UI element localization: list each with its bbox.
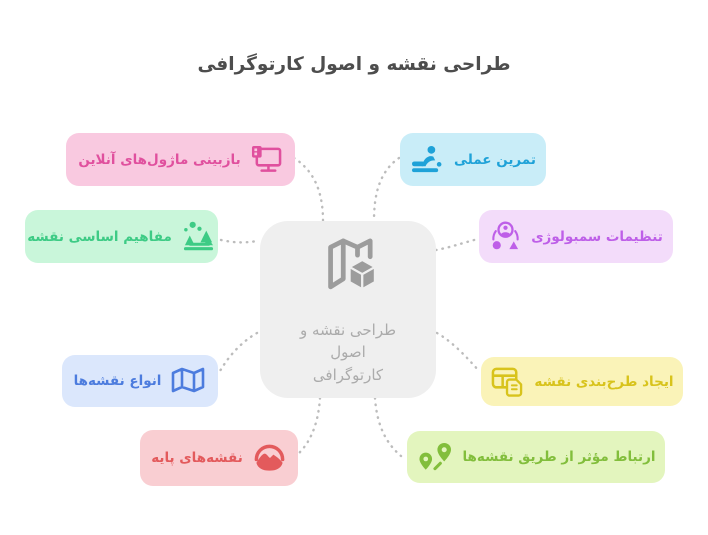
- node-create-map-layout[interactable]: ایجاد طرح‌بندی نقشه: [481, 357, 683, 406]
- node-map-types[interactable]: انواع نقشه‌ها: [62, 355, 218, 407]
- map-cube-icon: [310, 233, 386, 313]
- center-node-label: طراحی نقشه و اصول کارتوگرافی: [300, 319, 396, 387]
- connector-types: [218, 331, 259, 373]
- node-practical-exercise[interactable]: تمرین عملی: [400, 133, 546, 186]
- node-label: ارتباط مؤثر از طریق نقشه‌ها: [462, 449, 656, 465]
- connector-layout: [435, 331, 481, 373]
- connector-online-modules: [292, 156, 325, 223]
- landscape-icon: [181, 220, 216, 253]
- connector-symbology: [434, 237, 480, 252]
- practice-icon: [410, 144, 445, 175]
- node-label: ایجاد طرح‌بندی نقشه: [534, 373, 674, 390]
- center-label-line3: کارتوگرافی: [312, 365, 384, 384]
- center-label-line2: اصول: [330, 343, 366, 362]
- diagram-title: طراحی نقشه و اصول کارتوگرافی: [197, 54, 511, 75]
- connector-basemaps: [295, 396, 322, 457]
- node-label: تنظیمات سمبولوژی: [531, 228, 663, 245]
- node-label: انواع نقشه‌ها: [73, 373, 162, 389]
- node-label: بازبینی ماژول‌های آنلاین: [78, 151, 241, 168]
- node-label: مفاهیم اساسی نقشه: [27, 228, 172, 245]
- map-pins-icon: [416, 441, 453, 474]
- mountain-badge-icon: [252, 441, 287, 476]
- node-label: تمرین عملی: [454, 151, 536, 168]
- connector-communicate: [373, 396, 403, 458]
- node-label: نقشه‌های پایه: [151, 450, 243, 466]
- connector-practice: [372, 156, 401, 223]
- node-base-maps[interactable]: نقشه‌های پایه: [140, 430, 298, 486]
- node-communicate-through-maps[interactable]: ارتباط مؤثر از طریق نقشه‌ها: [407, 431, 665, 483]
- node-online-modules-review[interactable]: بازبینی ماژول‌های آنلاین: [66, 133, 295, 186]
- connector-concepts: [219, 238, 259, 244]
- node-symbology-settings[interactable]: تنظیمات سمبولوژی: [479, 210, 673, 263]
- center-node-map-design[interactable]: طراحی نقشه و اصول کارتوگرافی: [260, 221, 436, 398]
- center-label-line1: طراحی نقشه و: [299, 320, 397, 339]
- node-basic-map-concepts[interactable]: مفاهیم اساسی نقشه: [25, 210, 218, 263]
- folded-map-icon: [170, 366, 206, 396]
- monitor-modules-icon: [250, 144, 283, 175]
- symbology-icon: [489, 220, 522, 253]
- layout-document-icon: [490, 365, 525, 398]
